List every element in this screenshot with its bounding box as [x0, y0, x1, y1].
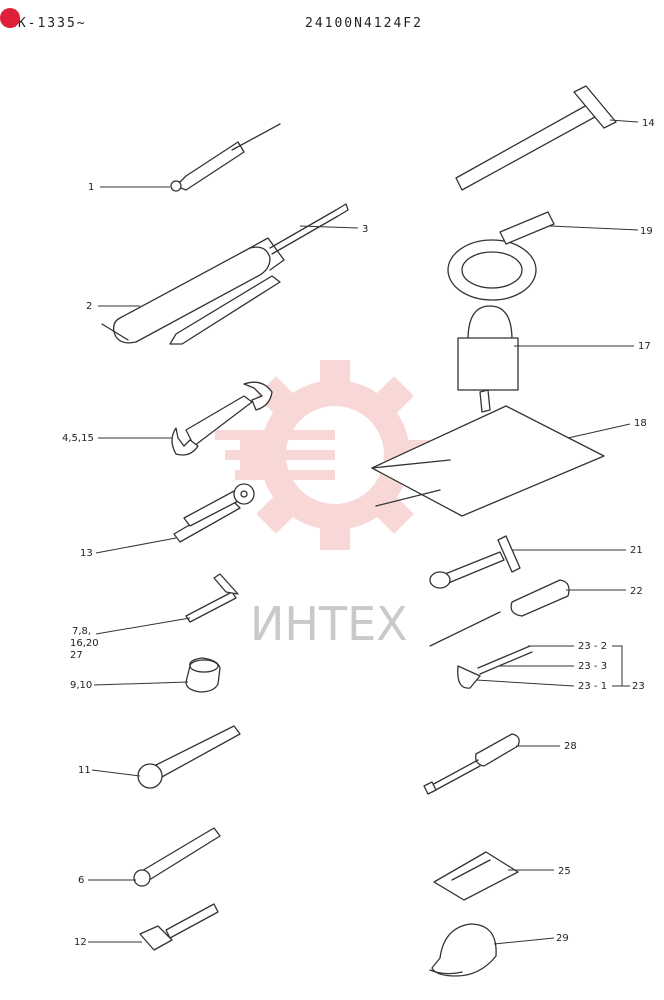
callout-25: 25: [558, 866, 571, 877]
callout-7-8: 7,8,: [72, 626, 91, 637]
part-18-tool-bag: [371, 405, 605, 517]
part-2-grease-gun: [101, 237, 285, 345]
part-17-padlock: [457, 305, 519, 413]
part-1-tool: [170, 123, 281, 192]
part-9-socket: [185, 657, 221, 693]
part-3-extension-tube: [269, 203, 349, 255]
part-11-ratchet: [137, 725, 241, 789]
callout-2: 2: [86, 301, 92, 312]
callout-23-3: 23 - 3: [578, 661, 607, 672]
callout-29: 29: [556, 933, 569, 944]
callout-11: 11: [78, 765, 91, 776]
leader-9: [93, 681, 189, 686]
leader-14: [609, 119, 639, 123]
callout-4-5-15: 4,5,15: [62, 433, 94, 444]
callout-9-10: 9,10: [70, 680, 92, 691]
part-28-screwdriver: [423, 733, 520, 795]
callout-27: 27: [70, 650, 83, 661]
callout-23-1: 23 - 1: [578, 681, 607, 692]
part-14-t-handle: [455, 85, 617, 191]
leader-23-1: [475, 679, 575, 687]
part-13-pliers: [173, 483, 255, 543]
callout-22: 22: [630, 586, 643, 597]
corner-badge-icon: [0, 8, 20, 28]
leader-19: [549, 225, 639, 231]
header-model-code: RK-1335~: [0, 8, 87, 31]
leader-23-bracket: [612, 645, 630, 687]
part-12-extension-bar: [139, 903, 219, 951]
callout-21: 21: [630, 545, 643, 556]
callout-13: 13: [80, 548, 93, 559]
part-21-t-socket: [429, 535, 521, 589]
callout-17: 17: [638, 341, 651, 352]
callout-16-20: 16,20: [70, 638, 99, 649]
callout-6: 6: [78, 875, 84, 886]
callout-23: 23: [632, 681, 645, 692]
part-29-cap: [429, 923, 497, 977]
callout-12: 12: [74, 937, 87, 948]
callout-14: 14: [642, 118, 655, 129]
header-part-number: 24100N4124F2: [305, 16, 423, 31]
callout-28: 28: [564, 741, 577, 752]
part-6-handle: [133, 827, 221, 887]
leader-11: [91, 769, 141, 777]
part-23-funnel: [457, 645, 533, 689]
watermark-gear-logo: [215, 360, 430, 550]
part-22-handle: [429, 579, 570, 647]
callout-19: 19: [640, 226, 653, 237]
callout-1: 1: [88, 182, 94, 193]
leader-29: [493, 937, 555, 945]
leader-18: [567, 423, 631, 439]
part-4-wrench: [171, 381, 273, 456]
leader-7: [95, 617, 191, 635]
leader-3: [299, 225, 359, 229]
part-25-gauge-card: [433, 851, 519, 901]
watermark-text: ИНТЕХ: [250, 597, 408, 651]
part-7-hex-key: [185, 573, 239, 623]
callout-23-2: 23 - 2: [578, 641, 607, 652]
part-19-filter-wrench: [447, 211, 555, 301]
leader-13: [95, 537, 177, 554]
callout-3: 3: [362, 224, 368, 235]
callout-18: 18: [634, 418, 647, 429]
